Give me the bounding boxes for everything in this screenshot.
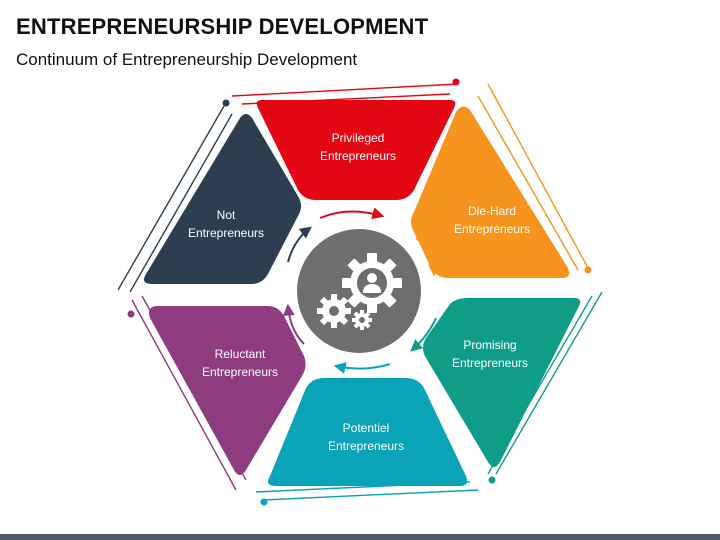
label-reluctant-2: Entrepreneurs (202, 365, 278, 379)
label-privileged-2: Entrepreneurs (320, 149, 396, 163)
segment-die-hard (411, 106, 570, 278)
arrow-privileged (319, 207, 385, 220)
arrow-die-hard (415, 237, 440, 277)
arrow-reluctant (282, 303, 305, 345)
page-subtitle: Continuum of Entrepreneurship Developmen… (16, 50, 358, 69)
arrow-promising (410, 317, 437, 352)
arrow-potentiel (333, 362, 391, 374)
label-not-2: Entrepreneurs (188, 226, 264, 240)
segment-potentiel (268, 378, 468, 486)
segment-promising (423, 298, 581, 467)
bottom-bar (0, 534, 720, 540)
arrow-not (287, 226, 312, 263)
label-potentiel: Potentiel (343, 421, 390, 435)
label-potentiel-2: Entrepreneurs (328, 439, 404, 453)
label-privileged: Privileged (332, 131, 385, 145)
label-die-hard-2: Entrepreneurs (454, 222, 530, 236)
label-reluctant: Reluctant (215, 347, 266, 361)
label-promising-2: Entrepreneurs (452, 356, 528, 370)
frame-die-hard (477, 83, 592, 274)
label-promising: Promising (463, 338, 516, 352)
frame-not (117, 99, 233, 293)
label-die-hard: Die-Hard (468, 204, 516, 218)
page-title: ENTREPRENEURSHIP DEVELOPMENT (16, 14, 429, 39)
segment-privileged (256, 100, 456, 200)
segment-reluctant (149, 306, 306, 475)
segment-not (144, 114, 301, 284)
label-not: Not (217, 208, 236, 222)
